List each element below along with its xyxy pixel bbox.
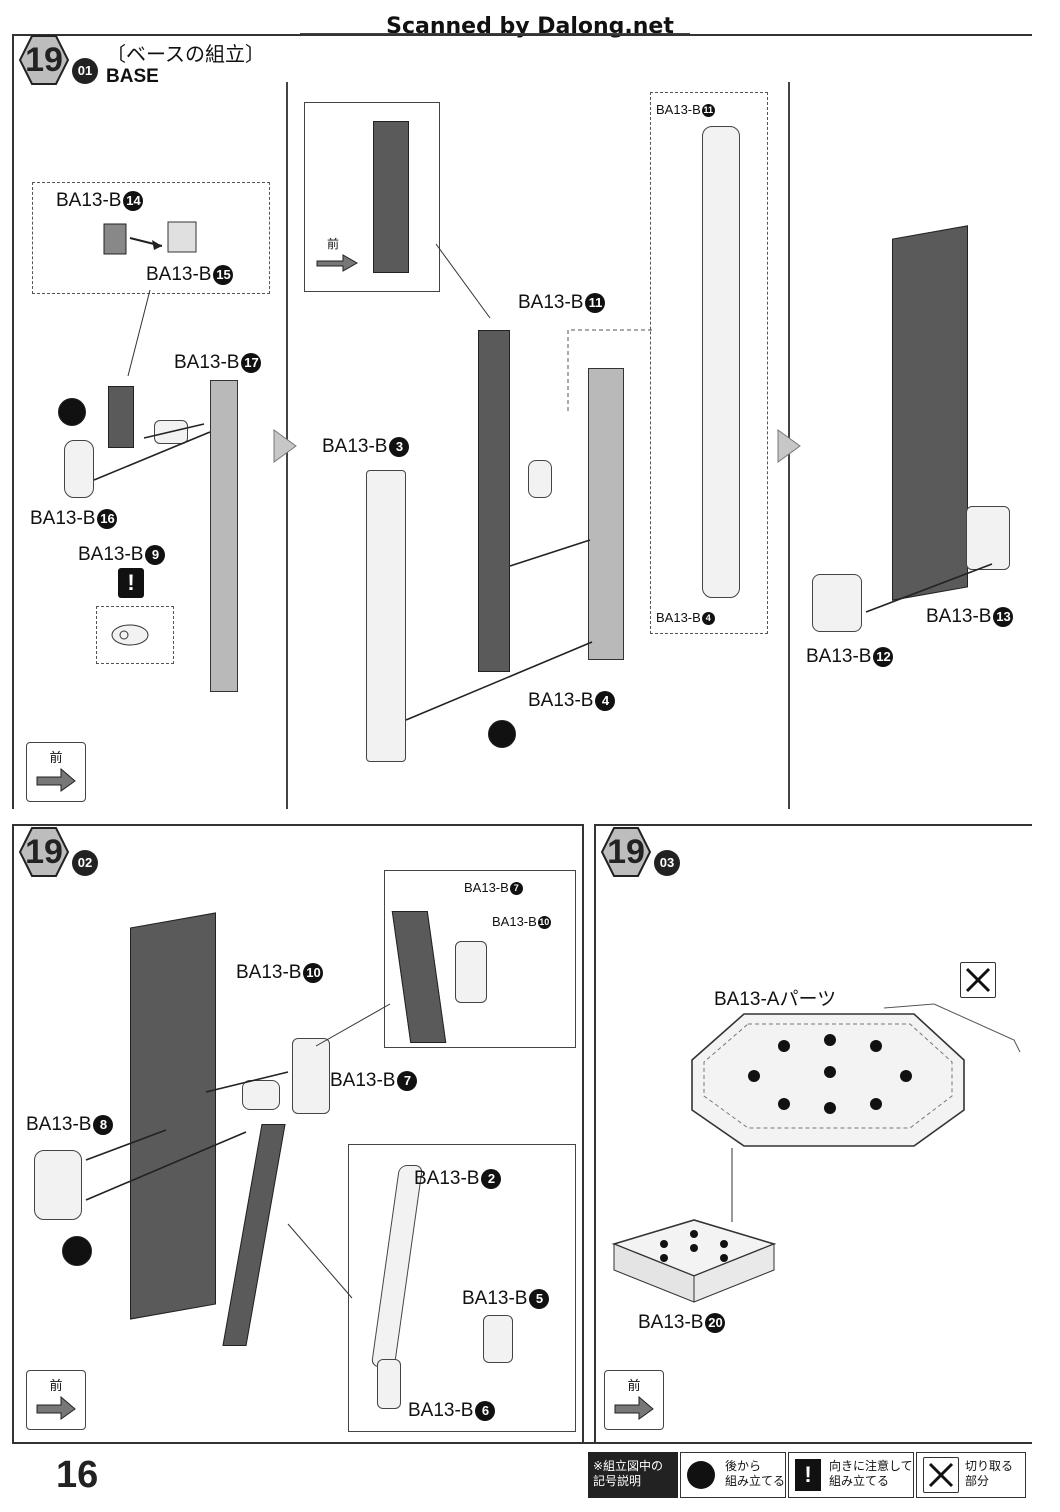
cut-part-icon bbox=[923, 1457, 959, 1493]
assembled-pillar bbox=[892, 225, 968, 601]
step-title-en: BASE bbox=[106, 66, 159, 87]
square-base-plate bbox=[611, 1219, 777, 1303]
front-direction-indicator: 前 bbox=[26, 742, 86, 802]
gear-to-cube-diagram bbox=[103, 221, 197, 255]
step-badge-19-02: 19 02 bbox=[18, 826, 98, 878]
back-assemble-icon bbox=[687, 1461, 715, 1489]
assembly-lines bbox=[85, 1071, 289, 1201]
pillar-part bbox=[478, 330, 510, 672]
foot-part-b13 bbox=[966, 506, 1010, 570]
cover-part-b8 bbox=[34, 1150, 82, 1220]
detail-inset bbox=[348, 1144, 576, 1432]
next-step-arrow bbox=[273, 429, 297, 463]
step-badge-19-01: 19 01 bbox=[18, 34, 98, 86]
back-assemble-icon bbox=[488, 720, 516, 748]
frame-part-b4 bbox=[588, 368, 624, 660]
orientation-detail-box bbox=[96, 606, 174, 664]
frame-detail bbox=[702, 126, 740, 598]
symbol-legend: ※組立図中の 記号説明 後から 組み立てる ! 向きに注意して 組み立てる 切り… bbox=[588, 1452, 1028, 1498]
assembly-lines bbox=[93, 423, 211, 481]
back-assemble-icon bbox=[62, 1236, 92, 1266]
connector-part bbox=[108, 386, 134, 448]
frame-part-b17 bbox=[210, 380, 238, 692]
bracket-part-b7 bbox=[292, 1038, 330, 1114]
foot-part-b12 bbox=[812, 574, 862, 632]
orientation-warning-icon: ! bbox=[795, 1459, 821, 1491]
detail-inset bbox=[32, 182, 270, 294]
footer-rule bbox=[12, 1442, 1032, 1444]
orientation-warning-icon: ! bbox=[118, 568, 144, 598]
step-title-jp: 〔ベースの組立〕 bbox=[106, 44, 265, 66]
assembly-lines bbox=[405, 539, 593, 721]
parts-label-a: BA13-Aパーツ bbox=[714, 989, 837, 1010]
octagon-base-plate bbox=[691, 1003, 1021, 1147]
detail-inset bbox=[384, 870, 576, 1048]
panel-step-19-03 bbox=[594, 824, 1032, 826]
front-direction-indicator: 前 bbox=[604, 1370, 664, 1430]
panel-step-19-02 bbox=[12, 824, 582, 826]
cut-part-icon bbox=[960, 962, 996, 998]
clip-part-b10 bbox=[242, 1080, 280, 1110]
front-direction-indicator: 前 bbox=[26, 1370, 86, 1430]
side-part-b16 bbox=[64, 440, 94, 498]
rail-part-b3 bbox=[366, 470, 406, 762]
assembly-lines bbox=[865, 563, 993, 613]
back-assemble-icon bbox=[58, 398, 86, 426]
detail-inset-b11-b4 bbox=[650, 92, 768, 634]
page-number: 16 bbox=[56, 1454, 99, 1496]
next-step-arrow bbox=[777, 429, 801, 463]
clip-part-b11 bbox=[528, 460, 552, 498]
panel-step-19-01 bbox=[12, 34, 1032, 809]
step-badge-19-03: 19 03 bbox=[600, 826, 680, 878]
detail-inset-front: 前 bbox=[304, 102, 440, 292]
